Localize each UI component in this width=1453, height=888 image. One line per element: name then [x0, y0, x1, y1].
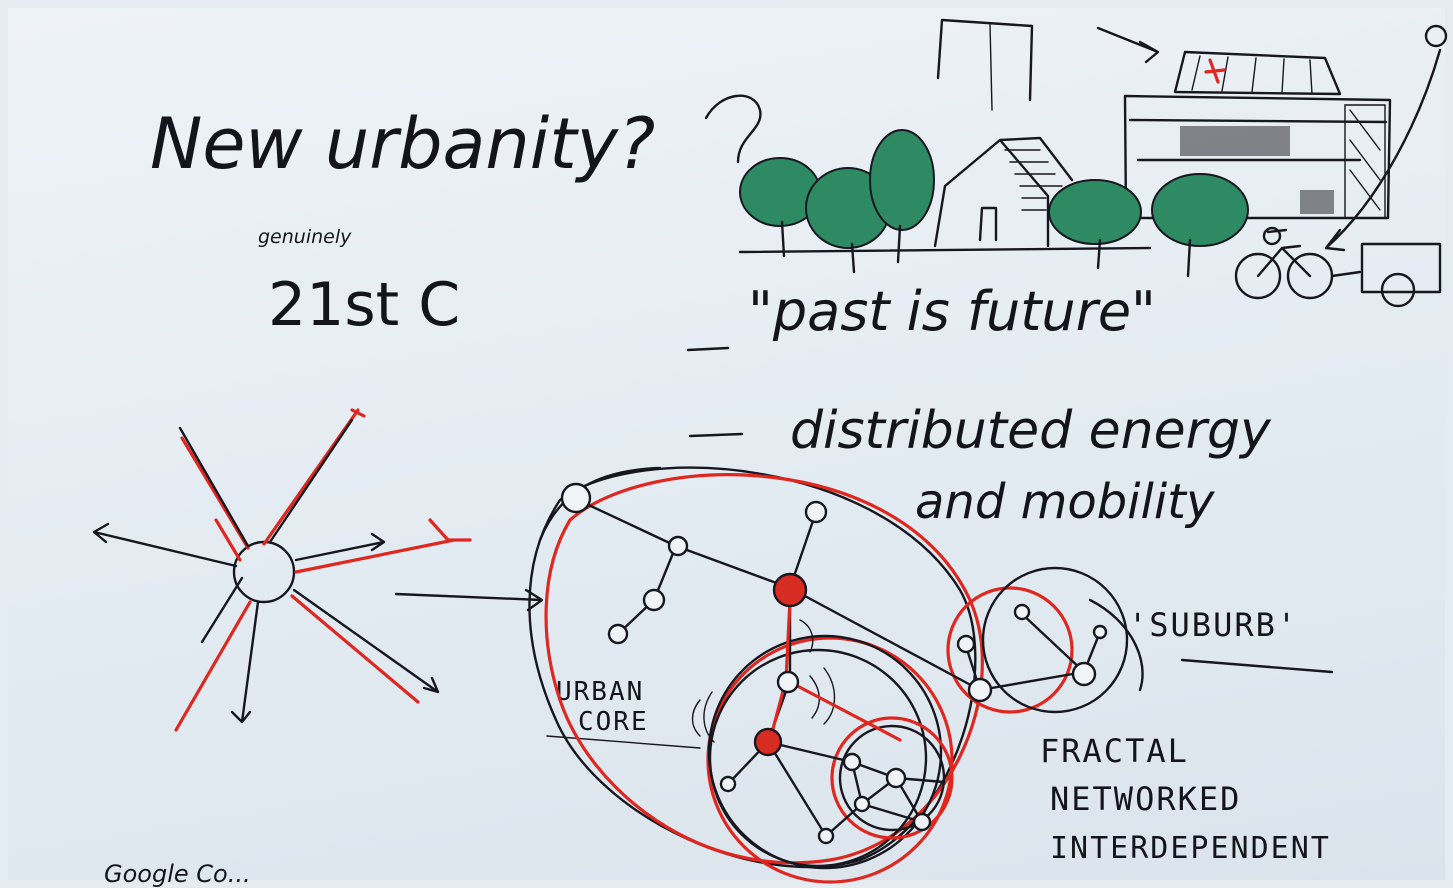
node-1 — [560, 482, 592, 514]
house-door — [978, 206, 998, 242]
core-ring-black-2 — [708, 648, 928, 868]
building-floors — [1128, 118, 1388, 162]
building-windows — [1180, 126, 1290, 156]
node-13 — [956, 634, 976, 654]
node-7 — [719, 775, 737, 793]
solar-arrow — [1096, 26, 1160, 64]
suburb-underline — [1180, 658, 1334, 674]
solar-panel-lines — [1191, 55, 1313, 95]
node-5 — [607, 623, 629, 645]
node-14 — [967, 677, 993, 703]
tree-trunks — [780, 220, 1192, 278]
transition-arrow — [394, 588, 544, 612]
bike-frame — [1256, 228, 1312, 278]
node-2 — [667, 535, 689, 557]
radial-black-arrows — [92, 418, 440, 724]
radial-center — [232, 540, 296, 604]
corner-scribble — [1424, 24, 1448, 48]
label-urban: URBAN — [556, 677, 644, 707]
node-16 — [1071, 661, 1097, 687]
subtitle-21st-century: 21st C — [268, 270, 460, 340]
subcore-ring-black — [838, 724, 946, 832]
street-sketch — [738, 18, 1448, 308]
tower-outline — [936, 18, 1034, 102]
suburb-ring-red — [946, 586, 1074, 714]
label-networked: NETWORKED — [1050, 780, 1241, 818]
suburb-arc — [1088, 598, 1144, 692]
node-hub-red — [772, 572, 808, 608]
point-distributed-energy: distributed energy — [790, 401, 1272, 461]
ground-line — [738, 246, 1152, 254]
building-hatch — [1344, 104, 1386, 219]
subcore-ring-red — [830, 716, 954, 840]
point-and-mobility: and mobility — [915, 474, 1215, 530]
building-window-low — [1300, 190, 1334, 214]
radial-sprawl-diagram — [92, 408, 544, 732]
building-outline — [1123, 94, 1392, 220]
fractal-network-diagram — [528, 466, 1144, 884]
urban-core-pointer — [546, 735, 701, 749]
house-roof-hatch — [1004, 149, 1063, 211]
label-fractal: FRACTAL — [1040, 732, 1189, 770]
bike-arrow — [1324, 48, 1442, 252]
radial-red-rays — [174, 408, 472, 732]
core-ring-red — [706, 636, 954, 884]
tree-5 — [1151, 173, 1249, 247]
footer-scrawl: Google Co... — [104, 860, 251, 888]
node-17 — [1092, 624, 1108, 640]
trailer-wheel — [1380, 272, 1416, 308]
node-4 — [642, 588, 666, 612]
solar-red-mark — [1204, 58, 1226, 84]
bike-wheel-rear — [1234, 252, 1282, 300]
node-core-red — [753, 727, 783, 757]
outer-loop-red — [544, 473, 984, 865]
node-15 — [1013, 603, 1031, 621]
bullet-dash-1 — [686, 346, 730, 352]
node-9 — [842, 752, 862, 772]
tree-3 — [869, 129, 935, 231]
subtitle-genuinely: genuinely — [258, 226, 352, 248]
label-suburb: 'SUBURB' — [1128, 606, 1298, 644]
tower-divider — [989, 23, 993, 111]
label-core: CORE — [578, 707, 649, 737]
house-roof-side — [998, 136, 1074, 182]
bike-trailer — [1330, 242, 1442, 294]
suburb-ring-black — [981, 566, 1129, 714]
network-links — [576, 498, 1102, 838]
tree-4 — [1048, 179, 1142, 245]
bullet-dash-2 — [688, 432, 744, 438]
sketch-title: New urbanity? — [150, 103, 655, 185]
node-12 — [912, 812, 932, 832]
label-interdependent: INTERDEPENDENT — [1050, 831, 1331, 866]
node-11 — [853, 795, 871, 813]
solar-roof — [1173, 50, 1342, 96]
node-10 — [885, 767, 907, 789]
house-outline — [933, 138, 1050, 248]
question-curl — [704, 94, 762, 164]
node-3 — [804, 500, 828, 524]
node-8 — [817, 827, 835, 845]
cyclist-head — [1262, 226, 1282, 246]
node-6 — [776, 670, 800, 694]
point-past-is-future: "past is future" — [748, 280, 1156, 343]
